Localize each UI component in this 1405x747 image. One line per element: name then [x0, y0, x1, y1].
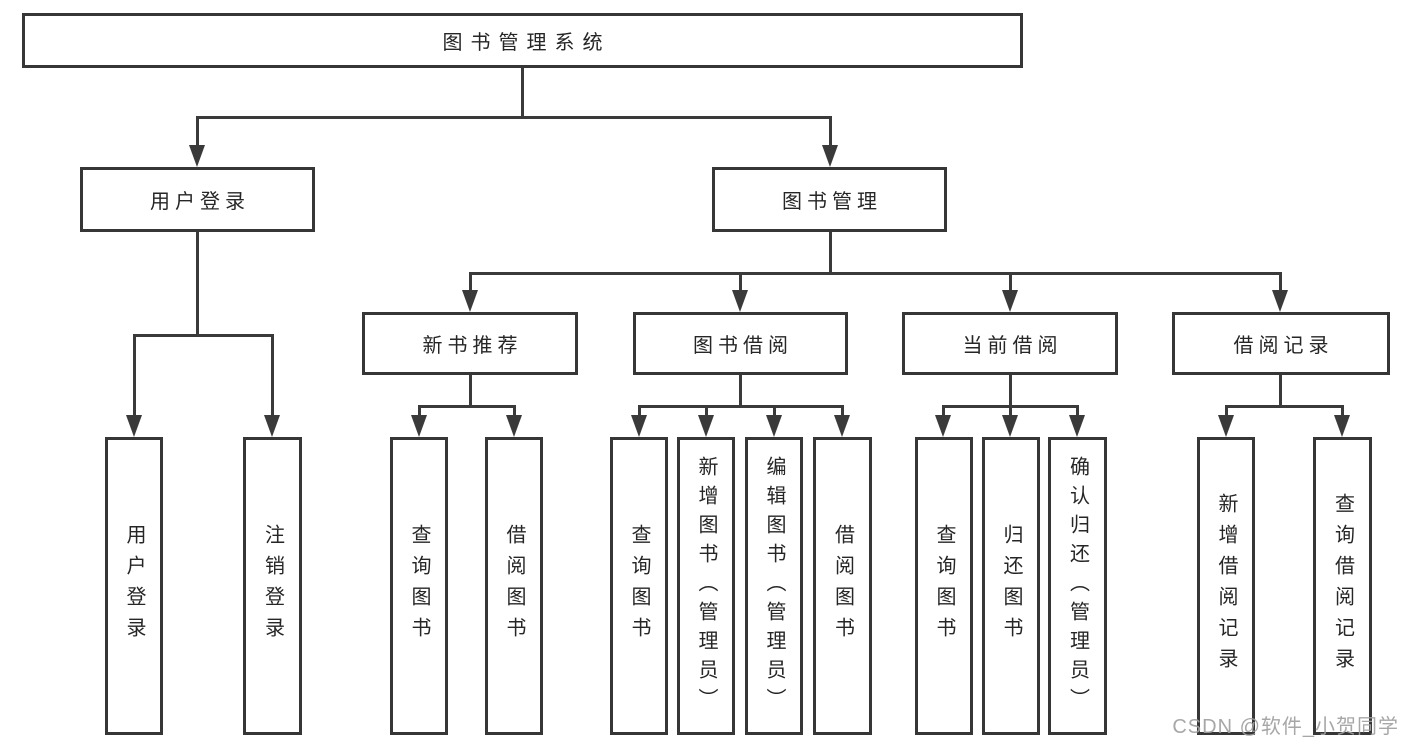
node-leaf-bb-borrow: 借阅图书 — [813, 437, 872, 735]
node-leaf-cb-return-label: 归还图书 — [1000, 524, 1022, 648]
node-leaf-cb-query-label: 查询图书 — [933, 524, 955, 648]
node-leaf-br-add-label: 新增借阅记录 — [1215, 493, 1237, 679]
node-leaf-logout: 注销登录 — [243, 437, 302, 735]
connector-book-borrow-drop — [739, 272, 742, 292]
node-current-borrow-label: 当前借阅 — [962, 335, 1063, 357]
connector-book-mgmt-stem — [829, 232, 832, 274]
connector-book-borrow-bar — [639, 405, 843, 408]
node-user-login: 用户登录 — [80, 167, 315, 232]
node-book-borrow: 图书借阅 — [633, 312, 848, 375]
arrow-br-query — [1334, 415, 1350, 437]
node-leaf-br-add: 新增借阅记录 — [1197, 437, 1255, 735]
arrow-borrow-records — [1272, 290, 1288, 312]
node-root: 图书管理系统 — [22, 13, 1023, 68]
node-leaf-user-login: 用户登录 — [105, 437, 163, 735]
connector-br-add-stub — [1225, 405, 1228, 417]
node-leaf-br-query-label: 查询借阅记录 — [1331, 493, 1354, 679]
arrow-bb-borrow — [834, 415, 850, 437]
node-leaf-bb-edit: 编辑图书（管理员） — [745, 437, 803, 735]
connector-leaf-logout-drop — [271, 334, 274, 416]
connector-borrow-records-stem — [1279, 375, 1282, 407]
connector-current-borrow-drop — [1009, 272, 1012, 292]
node-leaf-cb-confirm: 确认归还（管理员） — [1048, 437, 1107, 735]
connector-bb-add-stub — [705, 405, 708, 417]
node-book-mgmt-label: 图书管理 — [782, 191, 882, 213]
node-leaf-bb-query: 查询图书 — [610, 437, 668, 735]
node-leaf-nb-query-label: 查询图书 — [408, 524, 430, 648]
connector-br-query-stub — [1341, 405, 1344, 417]
node-leaf-bb-add-label: 新增图书（管理员） — [695, 455, 717, 717]
node-leaf-cb-confirm-label: 确认归还（管理员） — [1066, 455, 1089, 717]
node-new-books-label: 新书推荐 — [422, 335, 523, 357]
arrow-bb-query — [631, 415, 647, 437]
node-leaf-logout-label: 注销登录 — [261, 524, 284, 648]
node-user-login-label: 用户登录 — [150, 191, 250, 213]
node-borrow-records-label: 借阅记录 — [1233, 335, 1334, 357]
connector-current-borrow-stem — [1009, 375, 1012, 407]
connector-new-books-bar — [419, 405, 515, 408]
node-current-borrow: 当前借阅 — [902, 312, 1118, 375]
node-book-mgmt: 图书管理 — [712, 167, 947, 232]
connector-book-borrow-stem — [739, 375, 742, 407]
connector-user-login-stem — [196, 232, 199, 336]
node-leaf-nb-query: 查询图书 — [390, 437, 448, 735]
node-borrow-records: 借阅记录 — [1172, 312, 1390, 375]
node-book-borrow-label: 图书借阅 — [693, 335, 793, 357]
arrow-new-books — [462, 290, 478, 312]
node-leaf-cb-query: 查询图书 — [915, 437, 973, 735]
connector-level3-bar — [470, 272, 1281, 275]
connector-bb-query-stub — [638, 405, 641, 417]
connector-cb-query-stub — [942, 405, 945, 417]
connector-nb-borrow-stub — [513, 405, 516, 417]
arrow-cb-query — [935, 415, 951, 437]
arrow-nb-query — [411, 415, 427, 437]
connector-root-stem — [521, 68, 524, 117]
node-new-books: 新书推荐 — [362, 312, 578, 375]
node-leaf-cb-return: 归还图书 — [982, 437, 1040, 735]
connector-cb-return-stub — [1009, 405, 1012, 417]
arrow-bb-add — [698, 415, 714, 437]
connector-leaf-user-login-drop — [133, 334, 136, 416]
connector-level2-bar — [197, 116, 831, 119]
node-leaf-user-login-label: 用户登录 — [123, 524, 145, 648]
arrow-leaf-user-login — [126, 415, 142, 437]
node-leaf-bb-borrow-label: 借阅图书 — [831, 524, 854, 648]
node-leaf-bb-query-label: 查询图书 — [628, 524, 650, 648]
arrow-book-mgmt — [822, 145, 838, 167]
arrow-cb-confirm — [1069, 415, 1085, 437]
connector-bb-borrow-stub — [841, 405, 844, 417]
connector-book-mgmt-drop — [829, 116, 832, 148]
connector-borrow-records-bar — [1226, 405, 1343, 408]
node-leaf-br-query: 查询借阅记录 — [1313, 437, 1372, 735]
arrow-book-borrow — [732, 290, 748, 312]
connector-nb-query-stub — [418, 405, 421, 417]
arrow-current-borrow — [1002, 290, 1018, 312]
csdn-watermark: CSDN @软件_小贺同学 — [1172, 716, 1399, 738]
connector-cb-confirm-stub — [1076, 405, 1079, 417]
arrow-user-login — [189, 145, 205, 167]
connector-bb-edit-stub — [773, 405, 776, 417]
node-leaf-bb-add: 新增图书（管理员） — [677, 437, 735, 735]
connector-user-login-drop — [196, 116, 199, 148]
connector-borrow-records-drop — [1279, 272, 1282, 292]
connector-new-books-drop — [469, 272, 472, 292]
connector-new-books-stem — [469, 375, 472, 407]
node-leaf-nb-borrow-label: 借阅图书 — [503, 524, 525, 648]
node-leaf-nb-borrow: 借阅图书 — [485, 437, 543, 735]
arrow-br-add — [1218, 415, 1234, 437]
arrow-cb-return — [1002, 415, 1018, 437]
connector-user-login-bar — [133, 334, 273, 337]
node-leaf-bb-edit-label: 编辑图书（管理员） — [763, 455, 785, 717]
arrow-bb-edit — [766, 415, 782, 437]
node-root-label: 图书管理系统 — [442, 32, 611, 54]
arrow-leaf-logout — [264, 415, 280, 437]
arrow-nb-borrow — [506, 415, 522, 437]
